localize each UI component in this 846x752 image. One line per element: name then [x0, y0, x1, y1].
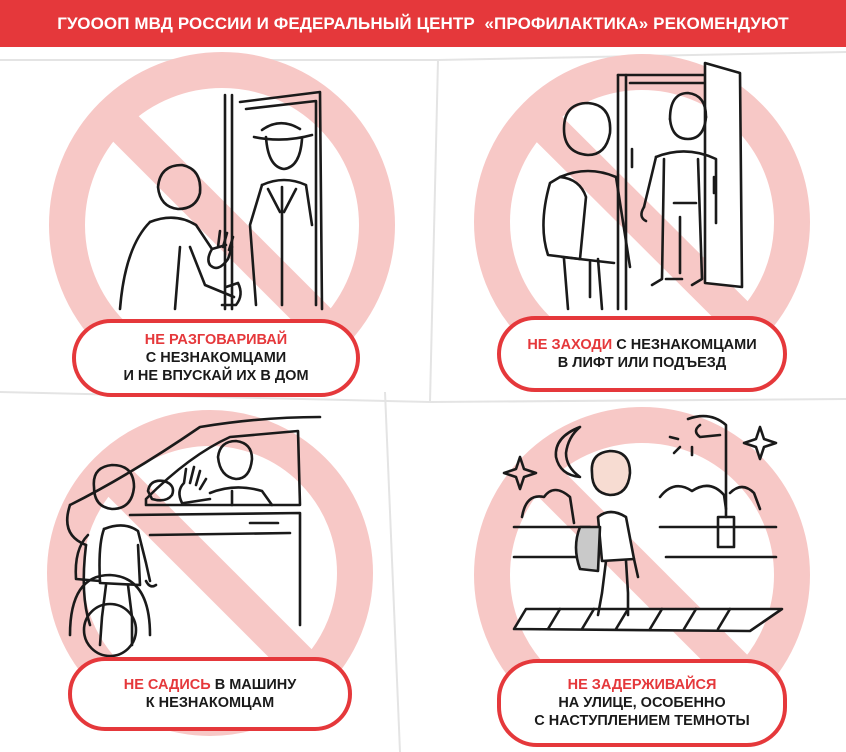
caption-door-line-1: С НЕЗНАКОМЦАМИ [145, 350, 287, 366]
panel-night: НЕ ЗАДЕРЖИВАЙСЯ НА УЛИЦЕ, ОСОБЕННО С НАС… [430, 397, 846, 752]
panel-car: НЕ САДИСЬ В МАШИНУ К НЕЗНАКОМЦАМ [0, 395, 400, 752]
moon-icon [554, 425, 582, 479]
street-lamp-icon [668, 414, 736, 549]
panel-door: НЕ РАЗГОВАРИВАЙ С НЕЗНАКОМЦАМИ И НЕ ВПУС… [0, 47, 430, 397]
caption-door: НЕ РАЗГОВАРИВАЙ С НЕЗНАКОМЦАМИ И НЕ ВПУС… [72, 319, 360, 397]
sparkle-icon-right [742, 425, 778, 461]
caption-elevator-line-1: В ЛИФТ ИЛИ ПОДЪЕЗД [557, 355, 727, 371]
car-stranger-icon [65, 415, 322, 658]
caption-night: НЕ ЗАДЕРЖИВАЙСЯ НА УЛИЦЕ, ОСОБЕННО С НАС… [497, 659, 787, 747]
sparkle-icon [502, 455, 538, 491]
elevator-stranger-icon [542, 61, 744, 311]
page-title-banner: ГУОООП МВД РОССИИ И ФЕДЕРАЛЬНЫЙ ЦЕНТР «П… [0, 0, 846, 47]
caption-car-highlight: НЕ САДИСЬ [123, 677, 211, 693]
caption-car-rest: В МАШИНУ [210, 677, 297, 693]
caption-night-highlight: НЕ ЗАДЕРЖИВАЙСЯ [567, 677, 717, 693]
caption-night-line-1: НА УЛИЦЕ, ОСОБЕННО [558, 695, 726, 711]
caption-elevator: НЕ ЗАХОДИ С НЕЗНАКОМЦАМИ В ЛИФТ ИЛИ ПОДЪ… [497, 316, 787, 392]
caption-car-line-1: К НЕЗНАКОМЦАМ [145, 695, 275, 711]
caption-car: НЕ САДИСЬ В МАШИНУ К НЕЗНАКОМЦАМ [68, 657, 352, 731]
caption-elevator-rest: С НЕЗНАКОМЦАМИ [612, 337, 757, 353]
caption-door-highlight: НЕ РАЗГОВАРИВАЙ [144, 332, 288, 348]
panel-elevator: НЕ ЗАХОДИ С НЕЗНАКОМЦАМИ В ЛИФТ ИЛИ ПОДЪ… [430, 47, 846, 397]
caption-night-line-2: С НАСТУПЛЕНИЕМ ТЕМНОТЫ [534, 713, 750, 729]
caption-elevator-highlight: НЕ ЗАХОДИ [527, 337, 613, 353]
caption-door-line-2: И НЕ ВПУСКАЙ ИХ В ДОМ [123, 368, 309, 384]
door-stranger-icon [118, 90, 324, 311]
